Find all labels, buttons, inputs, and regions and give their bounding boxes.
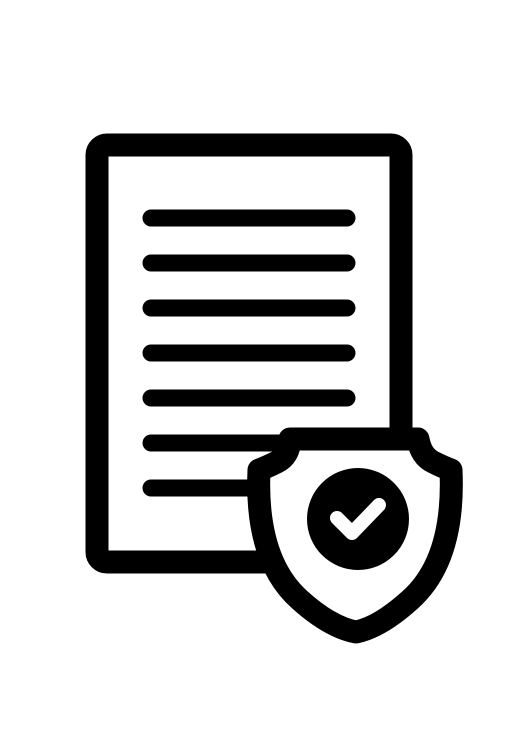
shield-icon (247, 427, 463, 644)
checkmark-icon (330, 498, 386, 540)
